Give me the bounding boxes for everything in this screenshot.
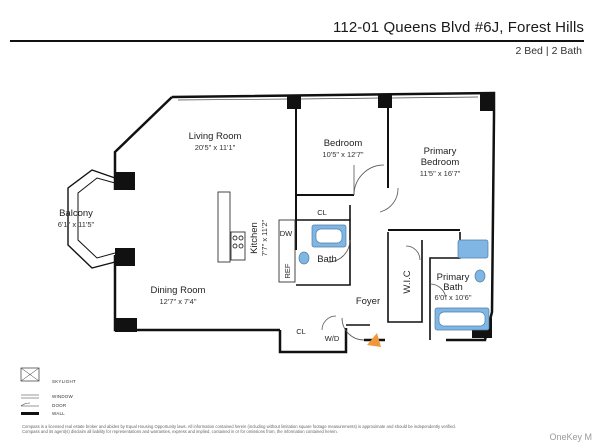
washer-dryer-label: W/D: [325, 334, 340, 343]
balcony-dims: 6'1" x 11'5": [58, 220, 95, 229]
wd-door: [321, 315, 337, 331]
columns: [115, 93, 495, 338]
kitchen-counters: [217, 191, 296, 283]
ref-label-group: REF: [283, 263, 292, 278]
walls: [67, 91, 496, 354]
bathtub-basin: [315, 228, 343, 244]
top-wall: [171, 91, 496, 115]
dishwasher-label: DW: [280, 229, 293, 238]
wic-walls: [387, 232, 423, 323]
kitchen-dims-group: 7'7" x 11'2": [260, 219, 269, 256]
wic-label-group: W.I.C: [402, 270, 413, 293]
kitchen-label-group: Kitchen: [249, 222, 260, 254]
entry-marker: [367, 333, 381, 347]
legend-door: DOOR: [52, 403, 67, 408]
column-3: [480, 93, 495, 111]
windows: [177, 96, 479, 101]
burner-2: [238, 235, 244, 241]
burner-1: [232, 235, 238, 241]
bath-label: Bath: [317, 254, 337, 265]
skylight-symbol: [20, 367, 40, 382]
wall-symbol: [21, 412, 39, 415]
wic-label: W.I.C: [402, 270, 413, 293]
door-symbol: [20, 402, 39, 407]
kitchen-counter-right: [278, 219, 296, 283]
title-divider: [10, 40, 584, 42]
disclaimer-line-2: Compass and its agent(s) disclaim all li…: [22, 429, 338, 435]
primary-bath-door: [429, 283, 447, 301]
bath-door: [327, 239, 351, 263]
column-2: [378, 94, 392, 108]
living-window: [177, 98, 291, 101]
legend-skylight: SKYLIGHT: [52, 379, 76, 384]
primary-door: [379, 187, 399, 213]
living-room-dims: 20'5" x 11'1": [195, 143, 236, 152]
separator: |: [545, 45, 549, 57]
kitchen-dims: 7'7" x 11'2": [260, 219, 269, 256]
bedroom-dims: 10'5" x 12'7": [322, 150, 363, 159]
bath-box: [296, 219, 351, 286]
primary-tub-basin: [438, 311, 486, 327]
legend-window: WINDOW: [52, 394, 73, 399]
burner-4: [238, 243, 244, 249]
kitchen-label: Kitchen: [249, 222, 260, 254]
baths-count: 2 Bath: [551, 45, 582, 57]
burner-3: [232, 243, 238, 249]
closet-bottom-label: CL: [296, 327, 306, 336]
foyer-label: Foyer: [356, 296, 380, 307]
shower: [457, 239, 489, 259]
primary-toilet: [474, 269, 486, 283]
column-5: [115, 248, 135, 266]
toilet: [298, 251, 310, 265]
dining-room-dims: 12'7" x 7'4": [160, 297, 197, 306]
closet-bottom-wall: [278, 330, 322, 354]
primary-bath-label-1: Primary: [437, 272, 470, 283]
watermark: OneKey M: [549, 432, 592, 442]
balcony-label: Balcony: [59, 208, 93, 219]
legend-wall: WALL: [52, 411, 65, 416]
living-room-label: Living Room: [189, 131, 242, 142]
disclaimer-line-1: Compass is a licensed real estate broker…: [22, 424, 456, 429]
dining-room-label: Dining Room: [151, 285, 206, 296]
bedroom-door: [353, 164, 385, 196]
column-4: [115, 172, 135, 190]
primary-bedroom-label-2: Bedroom: [421, 157, 460, 168]
primary-bath-label-2: Bath: [443, 282, 463, 293]
refrigerator-label: REF: [283, 263, 292, 278]
doors: [321, 164, 447, 341]
bed-bath-summary: 2 Bed|2 Bath: [515, 45, 582, 57]
column-6: [115, 318, 137, 332]
listing-address: 112-01 Queens Blvd #6J, Forest Hills: [333, 19, 584, 36]
primary-bedroom-label-1: Primary: [424, 146, 457, 157]
entry-door: [341, 317, 365, 341]
balcony-outline: [67, 169, 116, 269]
bedroom-label: Bedroom: [324, 138, 363, 149]
closet-top-label: CL: [317, 208, 327, 217]
primary-window: [391, 96, 479, 99]
disclaimer: Compass is a licensed real estate broker…: [22, 424, 582, 435]
skylight-diag-2: [20, 367, 40, 382]
stove: [230, 231, 246, 261]
wic-door: [405, 245, 421, 261]
primary-bedroom-dims: 11'5" x 16'7": [420, 169, 461, 178]
wd-wall: [322, 328, 348, 354]
legend: [20, 367, 40, 415]
balcony-rail: [77, 177, 116, 259]
primary-bath-dims: 6'0" x 10'6": [435, 293, 472, 302]
beds-count: 2 Bed: [515, 45, 543, 57]
bedroom-window: [299, 97, 385, 100]
bath-fixtures: [298, 224, 490, 331]
column-1: [287, 95, 301, 109]
kitchen-island: [217, 191, 231, 263]
